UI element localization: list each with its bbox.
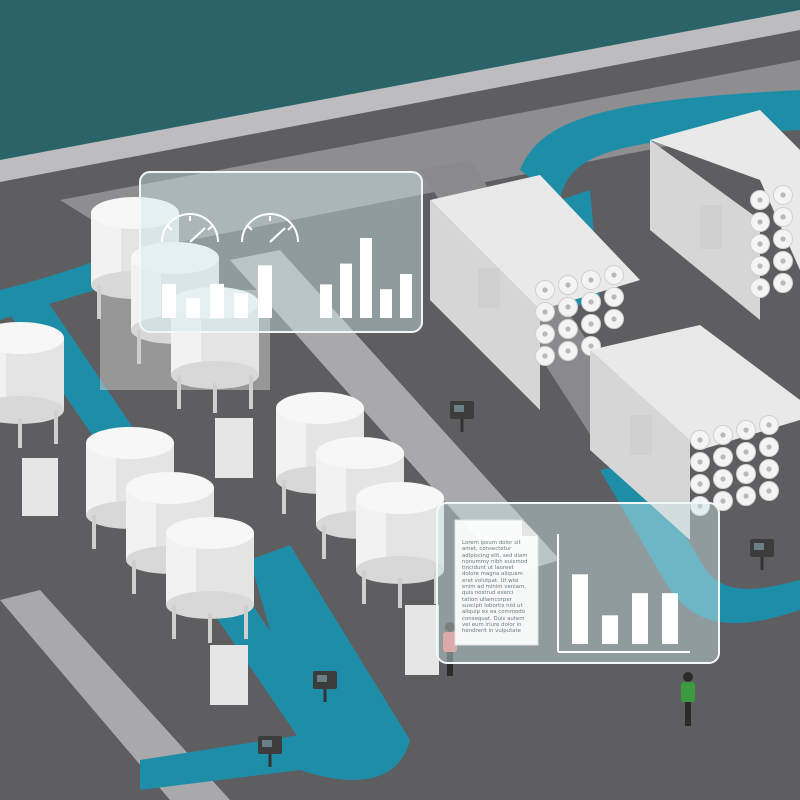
document-line: aliquip ex ea commodo [462,609,526,616]
chart-bar [258,265,272,318]
chart-bar [210,283,224,318]
document-line: enim ad minim veniam, [462,584,526,591]
document-line: dolore magna aliquam [462,571,523,578]
chart-bar [662,593,678,644]
storage-tank-group [84,425,256,705]
document-line: tincidunt ut laoreet [462,565,514,572]
chart-bar [602,615,618,644]
document-line: quis nostrud exerci [462,590,514,597]
chart-bar [572,574,588,644]
document-line: erat volutpat. Ut wisi [462,577,519,584]
chart-bar [340,263,352,318]
worker-figure [681,672,695,726]
chart-bar [234,293,248,318]
document-line: consequat. Duis autem [462,615,525,622]
bar-chart-icon [320,238,412,318]
dashboard-overlay-bottom [436,502,720,664]
chart-bar [400,274,412,318]
membrane-rack [430,175,640,410]
membrane-rack [650,110,800,320]
document-line: tation ullamcorper [462,596,512,603]
document-line: hendrerit in vulputate [462,628,521,635]
pressure-gauge-icon [161,213,219,243]
chart-bar [632,593,648,644]
bar-chart-icon [557,534,690,653]
chart-bar [186,298,200,318]
storage-tank-group [0,320,66,516]
document-line: Lorem ipsum dolor sit [462,540,521,546]
document-icon [454,519,539,646]
document-line: suscipit lobortis nisl ut [462,602,523,609]
membrane-rack [590,325,800,540]
chart-bar [360,238,372,318]
dashboard-overlay-top [139,171,423,333]
document-line: adipiscing elit, sed diam [462,552,528,559]
document-line: nonummy nibh euismod [462,558,528,565]
pressure-gauge-icon [241,213,299,243]
storage-tank-group [274,390,446,675]
chart-bar [380,289,392,318]
chart-bar [162,283,176,318]
document-line: vel eum iriure dolor in [462,621,522,628]
chart-bar [320,284,332,318]
bar-chart-icon [162,265,272,318]
document-line: amet, consectetur [462,546,512,553]
